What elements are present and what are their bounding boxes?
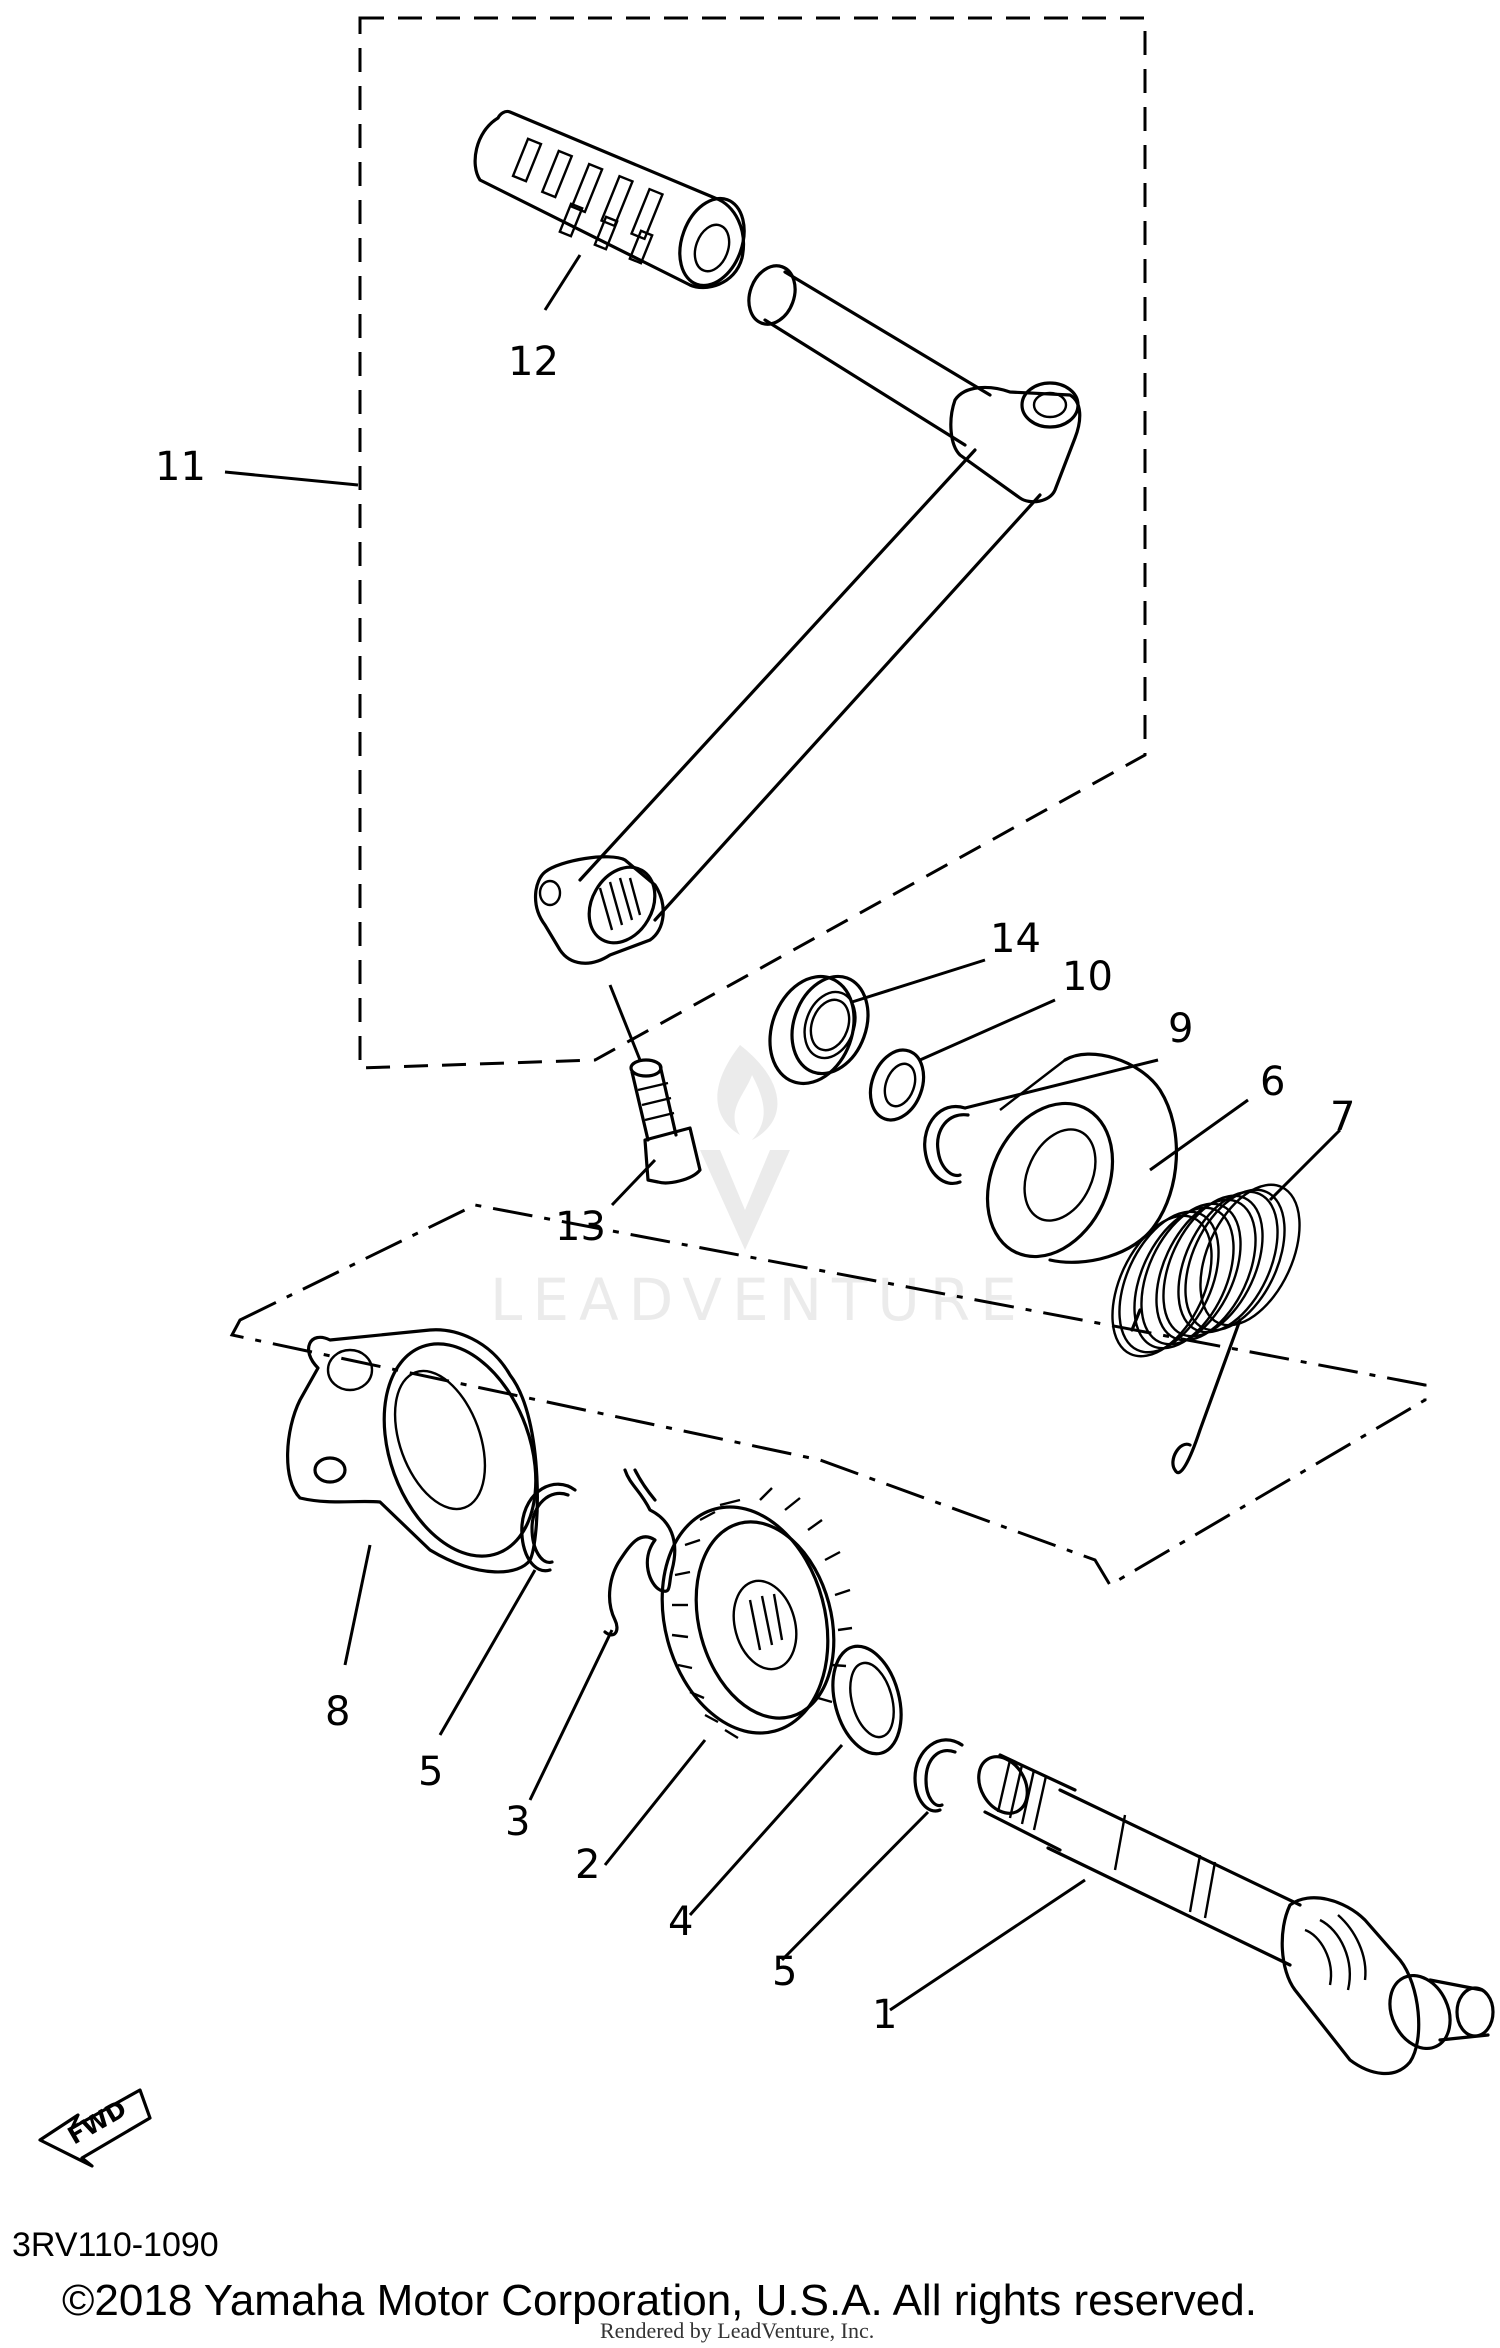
oil-seal xyxy=(768,974,870,1086)
callout-labels: 1 2 3 4 5 5 6 7 8 9 10 11 12 13 14 xyxy=(155,339,1355,2038)
circlip-9 xyxy=(923,1104,970,1185)
callout-3: 3 xyxy=(505,1799,530,1845)
kick-crank-bolt xyxy=(629,1058,702,1185)
callout-8: 8 xyxy=(325,1689,350,1735)
callout-5-lower: 5 xyxy=(772,1949,797,1995)
spring-guide-cup xyxy=(985,1052,1179,1264)
wire-clip xyxy=(603,1468,677,1637)
rendered-by-note: Rendered by LeadVenture, Inc. xyxy=(600,2318,875,2343)
copyright-notice: ©2018 Yamaha Motor Corporation, U.S.A. A… xyxy=(62,2276,1257,2325)
washer-10 xyxy=(868,1048,926,1122)
callout-5-upper: 5 xyxy=(418,1749,443,1795)
kick-crank-arm xyxy=(534,264,1082,965)
callout-12: 12 xyxy=(508,339,559,385)
callout-11: 11 xyxy=(155,444,206,490)
torsion-spring xyxy=(1111,1183,1301,1475)
watermark-text: LEADVENTURE xyxy=(490,1266,1027,1334)
circlip-5-upper xyxy=(520,1482,577,1573)
callout-14: 14 xyxy=(990,916,1041,962)
forward-direction-arrow: FWD xyxy=(38,2088,152,2168)
fwd-label: FWD xyxy=(63,2095,131,2151)
diagram-code: 3RV110-1090 xyxy=(12,2226,219,2264)
callout-13: 13 xyxy=(555,1204,606,1250)
callout-7: 7 xyxy=(1330,1094,1355,1140)
callout-1: 1 xyxy=(872,1992,897,2038)
kick-housing xyxy=(286,1328,539,1574)
leader-lines xyxy=(224,254,1342,2012)
kick-shaft xyxy=(977,1753,1495,2076)
washer-4 xyxy=(831,1644,903,1756)
callout-9: 9 xyxy=(1168,1006,1193,1052)
leadventure-watermark: LEADVENTURE xyxy=(490,1045,1027,1334)
callout-6: 6 xyxy=(1260,1059,1285,1105)
circlip-5-lower xyxy=(913,1738,964,1813)
grip-rubber xyxy=(473,109,746,290)
kick-gear xyxy=(660,1487,853,1740)
assembly-11-boundary xyxy=(358,16,1147,1070)
subassembly-outline xyxy=(229,1203,1427,1588)
callout-4: 4 xyxy=(668,1899,693,1945)
callout-10: 10 xyxy=(1062,954,1113,1000)
callout-2: 2 xyxy=(575,1842,600,1888)
